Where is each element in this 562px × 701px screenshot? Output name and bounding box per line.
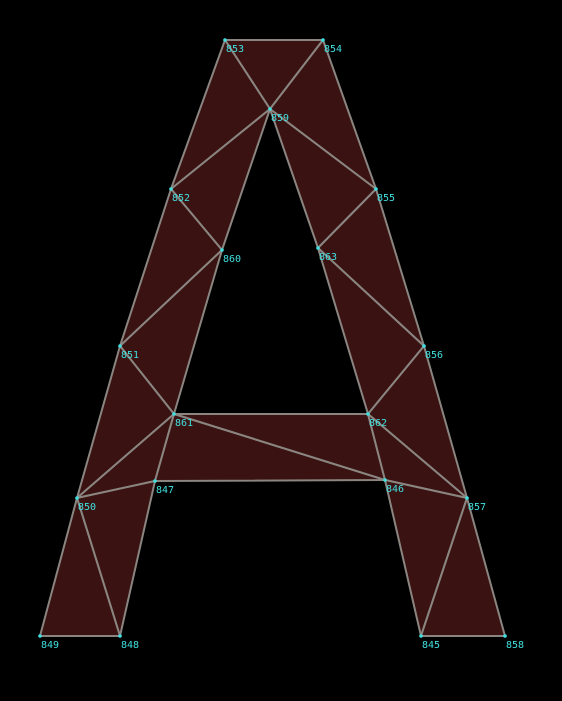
vertex-point-845 <box>419 634 423 638</box>
vertex-label-860: 860 <box>223 254 241 265</box>
vertex-label-855: 855 <box>377 193 395 204</box>
vertex-point-863 <box>316 246 320 250</box>
vertex-point-857 <box>465 496 469 500</box>
vertex-point-849 <box>38 634 42 638</box>
vertex-point-847 <box>153 479 157 483</box>
vertex-layer <box>38 38 507 638</box>
vertex-point-855 <box>374 187 378 191</box>
vertex-label-862: 862 <box>369 418 387 429</box>
vertex-label-846: 846 <box>386 484 404 495</box>
vertex-point-862 <box>366 412 370 416</box>
triangle-layer <box>39 39 506 637</box>
vertex-point-848 <box>118 634 122 638</box>
vertex-label-857: 857 <box>468 502 486 513</box>
vertex-point-858 <box>503 634 507 638</box>
vertex-label-854: 854 <box>324 44 342 55</box>
mesh-triangle-849-850-848 <box>39 497 121 637</box>
vertex-point-853 <box>223 38 227 42</box>
vertex-label-861: 861 <box>175 418 193 429</box>
mesh-triangle-845-857-858 <box>420 497 506 637</box>
vertex-point-854 <box>321 38 325 42</box>
vertex-point-846 <box>383 478 387 482</box>
vertex-label-847: 847 <box>156 485 174 496</box>
vertex-point-861 <box>172 412 176 416</box>
vertex-label-850: 850 <box>78 502 96 513</box>
vertex-label-851: 851 <box>121 350 139 361</box>
mesh-triangle-861-846-847 <box>154 413 386 482</box>
vertex-point-860 <box>220 248 224 252</box>
vertex-label-853: 853 <box>226 44 244 55</box>
vertex-label-849: 849 <box>41 640 59 651</box>
vertex-label-863: 863 <box>319 252 337 263</box>
vertex-point-856 <box>422 344 426 348</box>
vertex-label-859: 859 <box>271 113 289 124</box>
vertex-label-852: 852 <box>172 193 190 204</box>
vertex-label-845: 845 <box>422 640 440 651</box>
vertex-point-851 <box>118 344 122 348</box>
vertex-label-848: 848 <box>121 640 139 651</box>
vertex-label-858: 858 <box>506 640 524 651</box>
vertex-label-856: 856 <box>425 350 443 361</box>
vertex-point-859 <box>268 107 272 111</box>
vertex-label-layer: 845 846 847 848 849 850 851 852 853 854 855 856 857 8… <box>41 44 524 651</box>
vertex-point-850 <box>75 496 79 500</box>
vertex-point-852 <box>169 187 173 191</box>
